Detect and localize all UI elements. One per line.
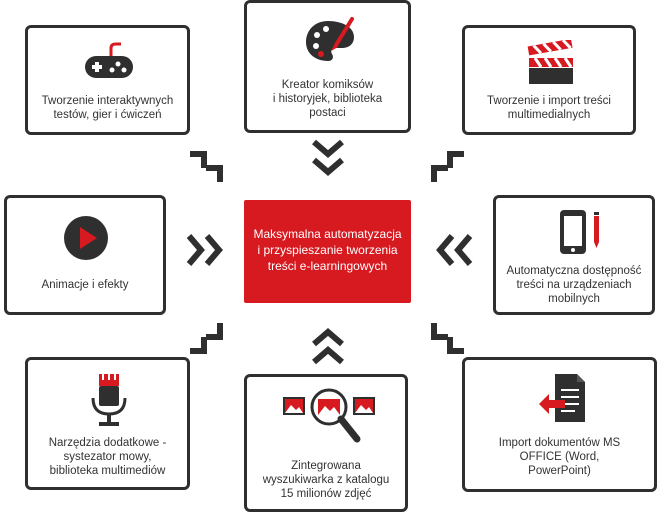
central-goal-line-3: treści e-learningowych [267,259,388,273]
arrow-from-right [436,234,473,266]
multimedia-line-1: Tworzenie i import treści [487,95,611,107]
comics-line-2: i historyjek, biblioteka [272,93,383,105]
tools-line-2: systezator mowy, [63,451,152,463]
feature-box-comics: Kreator komiksów i historyjek, bibliotek… [244,0,411,133]
central-goal: Maksymalna automatyzacja i przyspieszani… [244,200,411,303]
comics-line-1: Kreator komiksów [281,79,374,91]
feature-box-search: Zintegrowana wyszukiwarka z katalogu 15 … [244,374,408,512]
arrow-from-bottom-left [190,323,223,354]
palette-icon [306,17,354,61]
play-icon [64,216,108,260]
document-import-icon [539,374,585,422]
central-goal-line-1: Maksymalna automatyzacja [253,227,402,241]
comics-line-3: postaci [309,107,346,119]
mobile-line-2: treści na urządzeniach [516,279,632,291]
feature-box-multimedia: Tworzenie i import treści multimedialnyc… [462,25,636,135]
feature-box-animations: Animacje i efekty [4,195,166,315]
search-line-2: wyszukiwarka z katalogu [262,474,390,486]
feature-box-tools: Narzędzia dodatkowe - systezator mowy, b… [25,357,190,490]
mobile-line-1: Automatyczna dostępność [506,265,642,277]
arrow-from-top-left [190,151,223,182]
arrow-from-top [312,139,344,176]
arrow-from-bottom-right [431,323,464,354]
games-line-1: Tworzenie interaktywnych [41,95,174,107]
feature-box-import: Import dokumentów MS OFFICE (Word, Power… [462,357,657,492]
microphone-icon [91,374,127,426]
feature-box-mobile: Automatyczna dostępność treści na urządz… [493,195,655,315]
mobile-line-3: mobilnych [548,293,600,305]
tools-line-3: biblioteka multimediów [49,465,166,477]
multimedia-line-2: multimedialnych [507,109,591,121]
arrow-from-top-right [431,151,464,182]
tools-line-1: Narzędzia dodatkowe - [48,437,167,449]
image-search-icon [283,388,375,443]
smartphone-icon [560,210,599,254]
import-line-1: Import dokumentów MS [498,437,621,449]
arrow-from-left [186,234,223,266]
animations-line-1: Animacje i efekty [41,279,129,291]
games-line-2: testów, gier i ćwiczeń [53,109,162,121]
import-line-3: PowerPoint) [528,465,591,477]
gamepad-icon [85,42,133,78]
search-line-3: 15 milionów zdjęć [280,488,372,500]
clapperboard-icon [527,40,573,84]
arrow-from-bottom [312,328,344,365]
central-goal-line-2: i przyspieszanie tworzenia [257,243,398,257]
feature-box-games: Tworzenie interaktywnych testów, gier i … [25,25,190,135]
search-line-1: Zintegrowana [291,460,361,472]
import-line-2: OFFICE (Word, [519,451,600,463]
